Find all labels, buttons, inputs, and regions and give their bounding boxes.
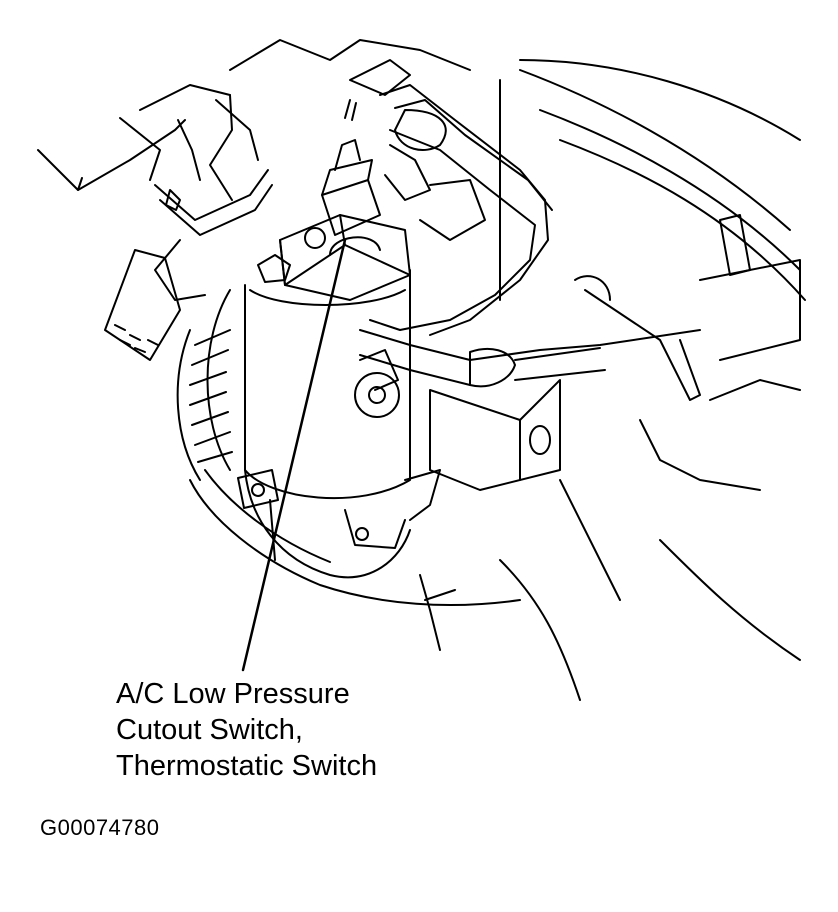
corrugated-duct [178, 290, 520, 605]
refrigerant-lines [360, 85, 700, 400]
callout-leader-line [243, 240, 345, 670]
callout-line-2: Cutout Switch, [116, 714, 303, 746]
valve-block-casting [430, 380, 560, 490]
wiring-harness [105, 120, 272, 360]
callout-line-1: A/C Low Pressure [116, 678, 350, 710]
component-callout-label: A/C Low Pressure Cutout Switch, Thermost… [116, 676, 377, 784]
figure-id: G00074780 [40, 815, 160, 840]
upper-engine-cover [230, 40, 470, 95]
engine-structure [420, 60, 805, 700]
low-pressure-cutout-switch [322, 100, 380, 255]
service-valve-cap [355, 350, 399, 417]
callout-line-3: Thermostatic Switch [116, 750, 378, 782]
accumulator-canister [238, 270, 440, 577]
left-housing-panel [38, 85, 258, 200]
